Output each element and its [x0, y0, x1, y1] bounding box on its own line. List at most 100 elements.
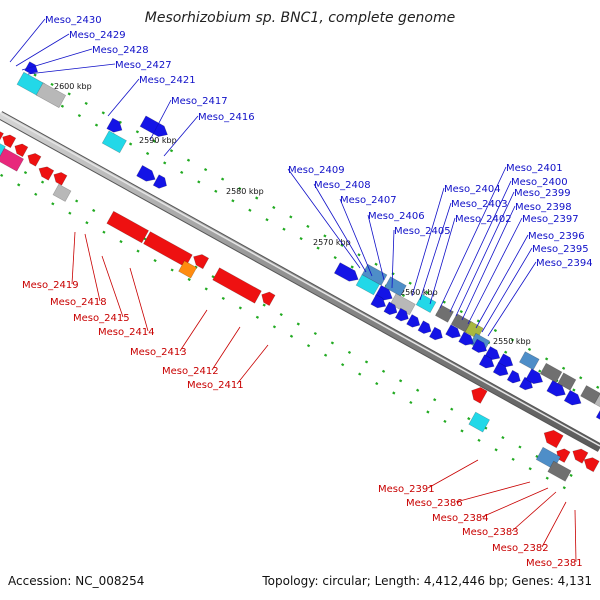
- label-leader: [455, 191, 515, 317]
- gene-label[interactable]: Meso_2397: [522, 214, 579, 225]
- gene-label[interactable]: Meso_2406: [368, 211, 425, 222]
- gene-label[interactable]: Meso_2408: [314, 180, 371, 191]
- gene-feature[interactable]: [497, 353, 514, 368]
- gene-label[interactable]: Meso_2401: [506, 163, 563, 174]
- scale-tick: [528, 467, 532, 471]
- gene-label[interactable]: Meso_2399: [514, 188, 571, 199]
- gene-feature[interactable]: [428, 326, 443, 341]
- gene-feature[interactable]: [370, 294, 387, 309]
- gene-feature[interactable]: [478, 354, 495, 369]
- label-leader: [439, 166, 507, 309]
- gene-feature[interactable]: [0, 130, 4, 143]
- gene-label[interactable]: Meso_2416: [198, 112, 255, 123]
- gene-feature[interactable]: [106, 210, 150, 244]
- gene-label[interactable]: Meso_2396: [528, 231, 585, 242]
- gene-label[interactable]: Meso_2405: [394, 226, 451, 237]
- gene-feature[interactable]: [212, 267, 262, 304]
- gene-feature[interactable]: [136, 164, 156, 182]
- gene-feature[interactable]: [539, 362, 563, 383]
- gene-label[interactable]: Meso_2407: [340, 195, 397, 206]
- gene-label[interactable]: Meso_2404: [444, 184, 501, 195]
- gene-label[interactable]: Meso_2394: [536, 258, 593, 269]
- gene-feature[interactable]: [52, 183, 72, 202]
- gene-label[interactable]: Meso_2415: [73, 313, 130, 324]
- gene-feature[interactable]: [471, 387, 488, 404]
- gene-feature[interactable]: [27, 153, 42, 167]
- gene-feature[interactable]: [525, 368, 544, 385]
- gene-label[interactable]: Meso_2414: [98, 327, 155, 338]
- gene-feature[interactable]: [543, 429, 564, 449]
- gene-feature[interactable]: [518, 351, 540, 371]
- gene-label[interactable]: Meso_2421: [139, 75, 196, 86]
- gene-feature[interactable]: [14, 143, 29, 158]
- gene-feature[interactable]: [394, 307, 409, 322]
- gene-feature[interactable]: [417, 320, 432, 334]
- gene-label[interactable]: Meso_2419: [22, 280, 79, 291]
- gene-feature[interactable]: [415, 293, 437, 314]
- gene-feature[interactable]: [471, 338, 488, 353]
- gene-feature[interactable]: [445, 324, 461, 339]
- scale-tick: [341, 363, 345, 367]
- gene-feature[interactable]: [178, 260, 198, 279]
- gene-label[interactable]: Meso_2398: [515, 202, 572, 213]
- scale-tick: [265, 218, 269, 222]
- gene-feature[interactable]: [261, 291, 276, 307]
- gene-label[interactable]: Meso_2427: [115, 60, 172, 71]
- gene-label[interactable]: Meso_2412: [162, 366, 219, 377]
- gene-label[interactable]: Meso_2417: [171, 96, 228, 107]
- gene-label[interactable]: Meso_2386: [406, 498, 463, 509]
- gene-feature[interactable]: [389, 293, 416, 316]
- gene-label[interactable]: Meso_2403: [451, 199, 508, 210]
- gene-label[interactable]: Meso_2428: [92, 45, 149, 56]
- gene-label[interactable]: Meso_2395: [532, 244, 589, 255]
- gene-feature[interactable]: [583, 457, 600, 473]
- gene-feature[interactable]: [506, 369, 521, 384]
- gene-feature[interactable]: [434, 304, 454, 323]
- scale-tick: [296, 322, 300, 326]
- gene-feature[interactable]: [333, 262, 359, 282]
- scale-tick: [282, 227, 286, 231]
- gene-label[interactable]: Meso_2430: [45, 15, 102, 26]
- gene-feature[interactable]: [594, 393, 600, 409]
- gene-label[interactable]: Meso_2383: [462, 527, 519, 538]
- gene-feature[interactable]: [2, 134, 17, 149]
- gene-feature[interactable]: [53, 172, 68, 186]
- gene-feature[interactable]: [547, 460, 572, 482]
- gene-feature[interactable]: [546, 380, 566, 397]
- gene-feature[interactable]: [406, 314, 421, 328]
- gene-feature[interactable]: [563, 389, 582, 406]
- gene-label[interactable]: Meso_2409: [288, 165, 345, 176]
- gene-feature[interactable]: [152, 174, 167, 189]
- gene-feature[interactable]: [106, 117, 123, 133]
- gene-feature[interactable]: [383, 301, 398, 316]
- label-leader: [475, 234, 529, 329]
- gene-feature[interactable]: [468, 411, 491, 433]
- gene-label[interactable]: Meso_2400: [511, 177, 568, 188]
- gene-label[interactable]: Meso_2402: [455, 214, 512, 225]
- label-leader: [21, 48, 93, 71]
- gene-label[interactable]: Meso_2429: [69, 30, 126, 41]
- gene-feature[interactable]: [101, 130, 127, 154]
- gene-feature[interactable]: [595, 409, 600, 420]
- gene-label[interactable]: Meso_2413: [130, 347, 187, 358]
- gene-feature[interactable]: [492, 362, 509, 377]
- gene-feature[interactable]: [38, 166, 55, 181]
- gene-feature[interactable]: [572, 448, 589, 464]
- gene-feature[interactable]: [193, 254, 210, 270]
- gene-feature[interactable]: [458, 331, 474, 346]
- gene-feature[interactable]: [355, 274, 380, 296]
- gene-label[interactable]: Meso_2411: [187, 380, 244, 391]
- gene-feature[interactable]: [484, 346, 501, 361]
- gene-feature[interactable]: [139, 115, 168, 137]
- gene-label[interactable]: Meso_2382: [492, 543, 549, 554]
- gene-feature[interactable]: [35, 82, 67, 109]
- gene-label[interactable]: Meso_2381: [526, 558, 583, 569]
- scale-label: 2600 kbp: [54, 82, 92, 91]
- gene-label[interactable]: Meso_2391: [378, 484, 435, 495]
- gene-label[interactable]: Meso_2418: [50, 297, 107, 308]
- scale-tick: [180, 170, 184, 174]
- gene-feature[interactable]: [0, 147, 25, 172]
- scale-tick: [426, 410, 430, 414]
- gene-feature[interactable]: [0, 135, 6, 159]
- gene-label[interactable]: Meso_2384: [432, 513, 489, 524]
